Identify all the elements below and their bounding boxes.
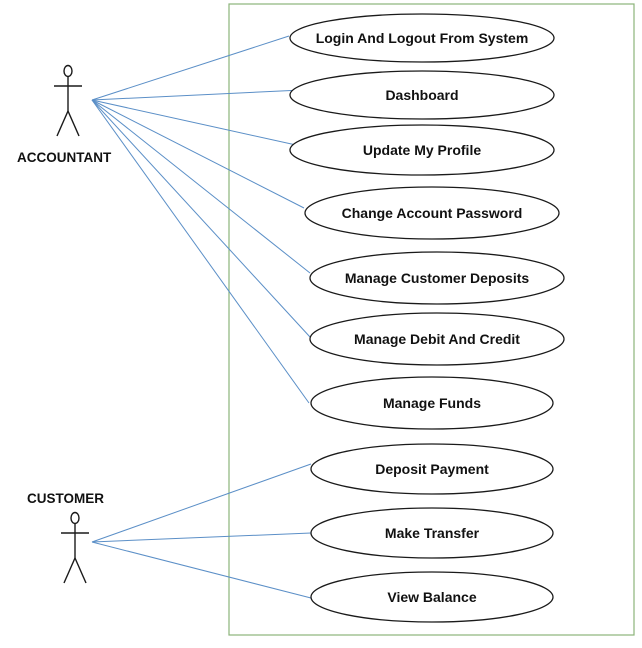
use-case-label: Change Account Password [342, 205, 523, 221]
use-cases: Login And Logout From SystemDashboardUpd… [289, 13, 565, 623]
use-case-change-password[interactable]: Change Account Password [304, 186, 560, 240]
use-case-ellipse [310, 571, 554, 623]
use-case-ellipse [310, 443, 554, 495]
use-case-view-balance[interactable]: View Balance [310, 571, 554, 623]
association-accountant-manage-funds [91, 99, 310, 404]
use-case-label: Update My Profile [363, 142, 481, 158]
use-case-update-profile[interactable]: Update My Profile [289, 124, 555, 176]
use-case-label: Manage Funds [383, 395, 481, 411]
use-case-deposit-payment[interactable]: Deposit Payment [310, 443, 554, 495]
actor-customer[interactable]: CUSTOMER [27, 491, 104, 584]
use-case-make-transfer[interactable]: Make Transfer [310, 507, 554, 559]
use-case-label: Manage Customer Deposits [345, 270, 530, 286]
actor-label-accountant: ACCOUNTANT [17, 150, 112, 165]
use-case-label: Manage Debit And Credit [354, 331, 520, 347]
use-case-ellipse [310, 507, 554, 559]
association-customer-make-transfer [91, 532, 312, 543]
use-case-label: Make Transfer [385, 525, 480, 541]
association-accountant-login-logout [91, 35, 290, 101]
association-accountant-dashboard [91, 89, 303, 101]
association-lines [91, 35, 312, 599]
use-case-ellipse [289, 70, 555, 120]
use-case-manage-debit-credit[interactable]: Manage Debit And Credit [309, 312, 565, 366]
association-accountant-manage-debit-credit [91, 99, 311, 338]
stick-figure-icon [54, 64, 82, 137]
actors: ACCOUNTANT CUSTOMER [17, 64, 112, 584]
use-case-manage-funds[interactable]: Manage Funds [310, 376, 554, 430]
use-case-login-logout[interactable]: Login And Logout From System [289, 13, 555, 63]
use-case-ellipse [310, 376, 554, 430]
association-accountant-manage-deposits [91, 99, 311, 274]
use-case-label: Deposit Payment [375, 461, 489, 477]
use-case-ellipse [289, 124, 555, 176]
association-customer-view-balance [91, 541, 312, 599]
system-boundary [228, 3, 635, 636]
use-case-dashboard[interactable]: Dashboard [289, 70, 555, 120]
association-accountant-change-password [91, 99, 305, 209]
use-case-ellipse [309, 251, 565, 305]
stick-figure-icon [61, 511, 89, 584]
use-case-ellipse [309, 312, 565, 366]
use-case-label: View Balance [387, 589, 476, 605]
use-case-ellipse [304, 186, 560, 240]
association-accountant-update-profile [91, 99, 297, 146]
use-case-label: Dashboard [385, 87, 458, 103]
actor-accountant[interactable]: ACCOUNTANT [17, 64, 112, 166]
use-case-label: Login And Logout From System [316, 30, 529, 46]
use-case-manage-deposits[interactable]: Manage Customer Deposits [309, 251, 565, 305]
actor-label-customer: CUSTOMER [27, 491, 104, 506]
use-case-ellipse [289, 13, 555, 63]
association-customer-deposit-payment [91, 463, 312, 543]
